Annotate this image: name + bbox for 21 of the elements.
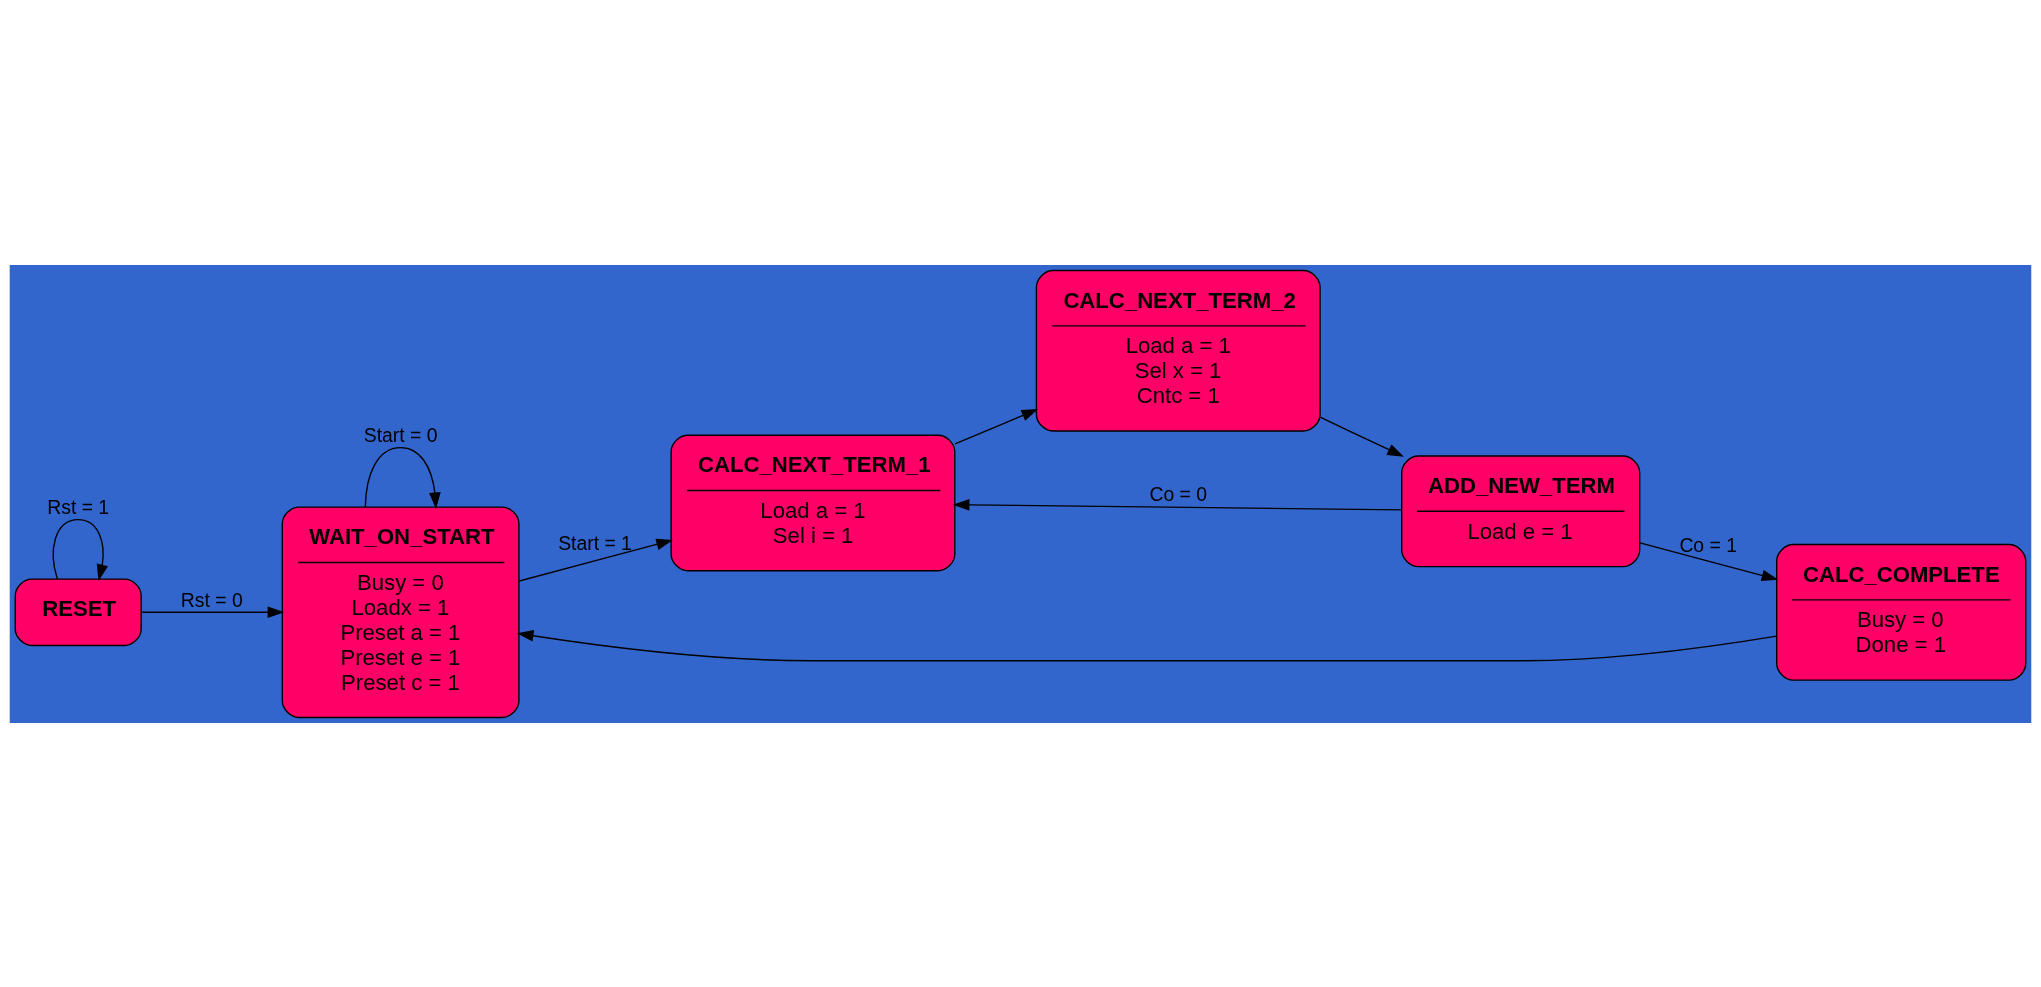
node-box: ADD_NEW_TERM Load e = 1 xyxy=(1401,454,1641,567)
arrow xyxy=(952,498,1402,511)
arrow xyxy=(140,606,285,618)
node-box: RESET xyxy=(14,577,142,646)
arrow xyxy=(518,538,673,582)
node-box: WAIT_ON_START Busy = 0 Loadx = 1 Preset a = 1 Preset e = 1 Preset c = 1 xyxy=(281,505,520,718)
arrow xyxy=(1319,416,1404,457)
arrow xyxy=(1639,541,1779,581)
edge-label: Start = 0 xyxy=(363,423,438,446)
arrow xyxy=(364,446,441,509)
edge-label: Rst = 1 xyxy=(47,495,110,518)
edge-label: Co = 1 xyxy=(1679,533,1737,556)
arrow xyxy=(52,518,109,581)
node-box: CALC_COMPLETE Busy = 0 Done = 1 xyxy=(1776,543,2027,681)
node-box: CALC_NEXT_TERM_1 Load a = 1 Sel i = 1 xyxy=(670,434,956,571)
edge-label: Co = 0 xyxy=(1149,482,1208,504)
arrow xyxy=(516,629,1778,661)
arrow xyxy=(954,408,1039,445)
edge-label: Start = 1 xyxy=(558,531,632,554)
node-box: CALC_NEXT_TERM_2 Load a = 1 Sel x = 1 Cntc = 1 xyxy=(1035,269,1321,432)
edge-label: Rst = 0 xyxy=(180,588,243,611)
